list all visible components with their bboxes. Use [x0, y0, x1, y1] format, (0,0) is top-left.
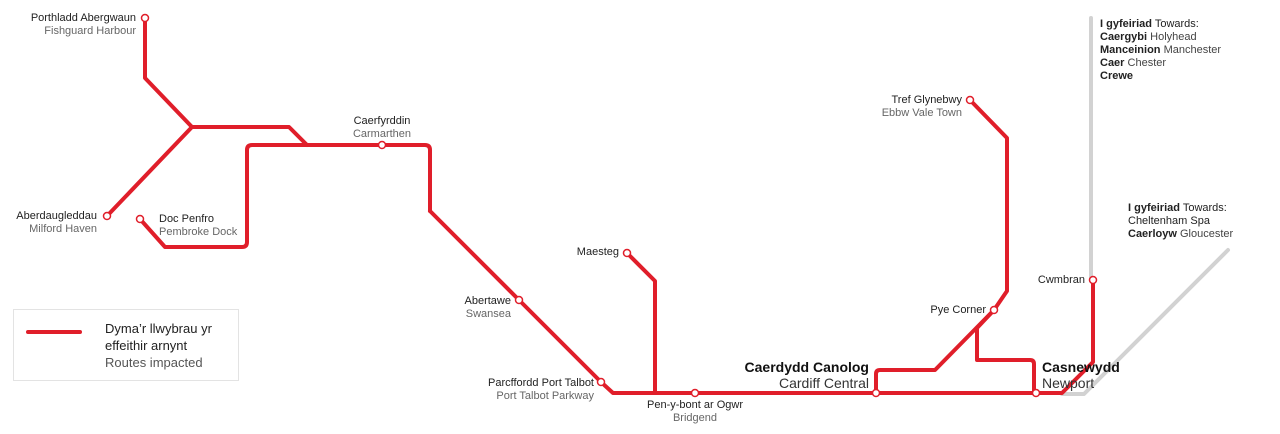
station-label-fishguard[interactable]: Porthladd Abergwaun Fishguard Harbour	[31, 12, 136, 38]
station-label-swansea[interactable]: Abertawe Swansea	[465, 295, 511, 321]
east-line	[1060, 248, 1230, 396]
towards-heading: I gyfeiriad Towards:	[1100, 18, 1199, 30]
station-name-cy: Porthladd Abergwaun	[30, 12, 136, 24]
station-label-cardiff[interactable]: Caerdydd Canolog Cardiff Central	[745, 359, 869, 391]
station-marker-cardiff[interactable]	[871, 388, 881, 398]
station-markers	[102, 13, 1098, 398]
station-marker-cwmbran[interactable]	[1088, 275, 1098, 285]
station-marker-fishguard[interactable]	[140, 13, 150, 23]
station-marker-ebbw-vale[interactable]	[965, 95, 975, 105]
station-name-cy: Maesteg	[576, 246, 619, 258]
station-label-milford-haven[interactable]: Aberdaugleddau Milford Haven	[16, 210, 97, 236]
towards-east: I gyfeiriad Towards: Cheltenham Spa Caer…	[1128, 202, 1233, 241]
station-marker-newport[interactable]	[1031, 388, 1041, 398]
legend-line-2: effeithir arnynt	[105, 338, 188, 353]
towards-north: I gyfeiriad Towards: Caergybi Holyhead M…	[1100, 18, 1221, 83]
station-name-en: Cardiff Central	[778, 375, 869, 391]
station-label-newport[interactable]: Casnewydd Newport	[1042, 359, 1120, 391]
station-label-maesteg[interactable]: Maesteg	[577, 246, 619, 259]
station-marker-maesteg[interactable]	[622, 248, 632, 258]
legend-text: Dyma’r llwybrau yr effeithir arnynt Rout…	[105, 320, 212, 371]
station-marker-port-talbot[interactable]	[596, 377, 606, 387]
station-name-en: Carmarthen	[352, 128, 412, 140]
legend: Dyma’r llwybrau yr effeithir arnynt Rout…	[13, 309, 239, 381]
station-marker-carmarthen[interactable]	[377, 140, 387, 150]
station-name-cy: Doc Penfro	[159, 213, 215, 225]
route-milford-branch	[105, 125, 194, 218]
station-label-carmarthen[interactable]: Caerfyrddin Carmarthen	[332, 115, 432, 141]
station-marker-pye-corner[interactable]	[989, 305, 999, 315]
other-lines	[1060, 16, 1230, 396]
destination-holyhead: Caergybi Holyhead	[1100, 31, 1197, 43]
route-west-junction	[190, 125, 309, 147]
station-name-cy: Casnewydd	[1042, 359, 1120, 375]
station-name-cy: Cwmbran	[1037, 274, 1085, 286]
station-label-pembroke-dock[interactable]: Doc Penfro Pembroke Dock	[159, 213, 237, 239]
station-label-pye-corner[interactable]: Pye Corner	[930, 304, 986, 317]
station-name-en: Port Talbot Parkway	[496, 390, 594, 402]
station-name-cy: Caerdydd Canolog	[744, 359, 869, 375]
route-pembroke-branch	[138, 143, 432, 249]
station-name-en: Milford Haven	[29, 223, 97, 235]
station-label-ebbw-vale[interactable]: Tref Glynebwy Ebbw Vale Town	[882, 94, 962, 120]
legend-route-swatch	[26, 330, 82, 334]
station-name-cy: Parcffordd Port Talbot	[488, 377, 594, 389]
towards-heading: I gyfeiriad Towards:	[1128, 202, 1227, 214]
destination-crewe: Crewe	[1100, 70, 1134, 82]
station-label-port-talbot[interactable]: Parcffordd Port Talbot Port Talbot Parkw…	[488, 377, 594, 403]
destination-cheltenham: Cheltenham Spa	[1128, 215, 1210, 227]
legend-line-3: Routes impacted	[105, 355, 203, 370]
station-marker-swansea[interactable]	[514, 295, 524, 305]
station-marker-milford-haven[interactable]	[102, 211, 112, 221]
station-name-en: Bridgend	[672, 412, 718, 424]
station-label-cwmbran[interactable]: Cwmbran	[1038, 274, 1085, 287]
legend-line-1: Dyma’r llwybrau yr	[105, 321, 212, 336]
station-name-cy: Abertawe	[464, 295, 511, 307]
station-name-cy: Tref Glynebwy	[891, 94, 962, 106]
station-name-en: Fishguard Harbour	[44, 25, 136, 37]
station-name-cy: Aberdaugleddau	[16, 210, 97, 222]
station-label-bridgend[interactable]: Pen-y-bont ar Ogwr Bridgend	[625, 399, 765, 425]
destination-chester: Caer Chester	[1100, 57, 1167, 69]
station-name-en: Swansea	[465, 308, 511, 320]
station-name-cy: Caerfyrddin	[353, 115, 411, 127]
affected-routes	[105, 16, 1095, 395]
station-marker-bridgend[interactable]	[690, 388, 700, 398]
route-ebbw-vale-branch	[874, 98, 1009, 395]
station-name-en: Ebbw Vale Town	[881, 107, 962, 119]
station-name-cy: Pen-y-bont ar Ogwr	[647, 399, 743, 411]
route-fishguard-branch	[143, 16, 194, 129]
station-name-cy: Pye Corner	[930, 304, 986, 316]
station-name-en: Newport	[1042, 375, 1095, 391]
route-newport-cwmbran	[1034, 278, 1095, 395]
route-maesteg-branch	[625, 251, 657, 395]
station-marker-pembroke-dock[interactable]	[135, 214, 145, 224]
destination-gloucester: Caerloyw Gloucester	[1128, 228, 1234, 240]
route-pye-corner-link	[975, 308, 1036, 395]
destination-manchester: Manceinion Manchester	[1100, 44, 1222, 56]
station-name-en: Pembroke Dock	[159, 226, 238, 238]
